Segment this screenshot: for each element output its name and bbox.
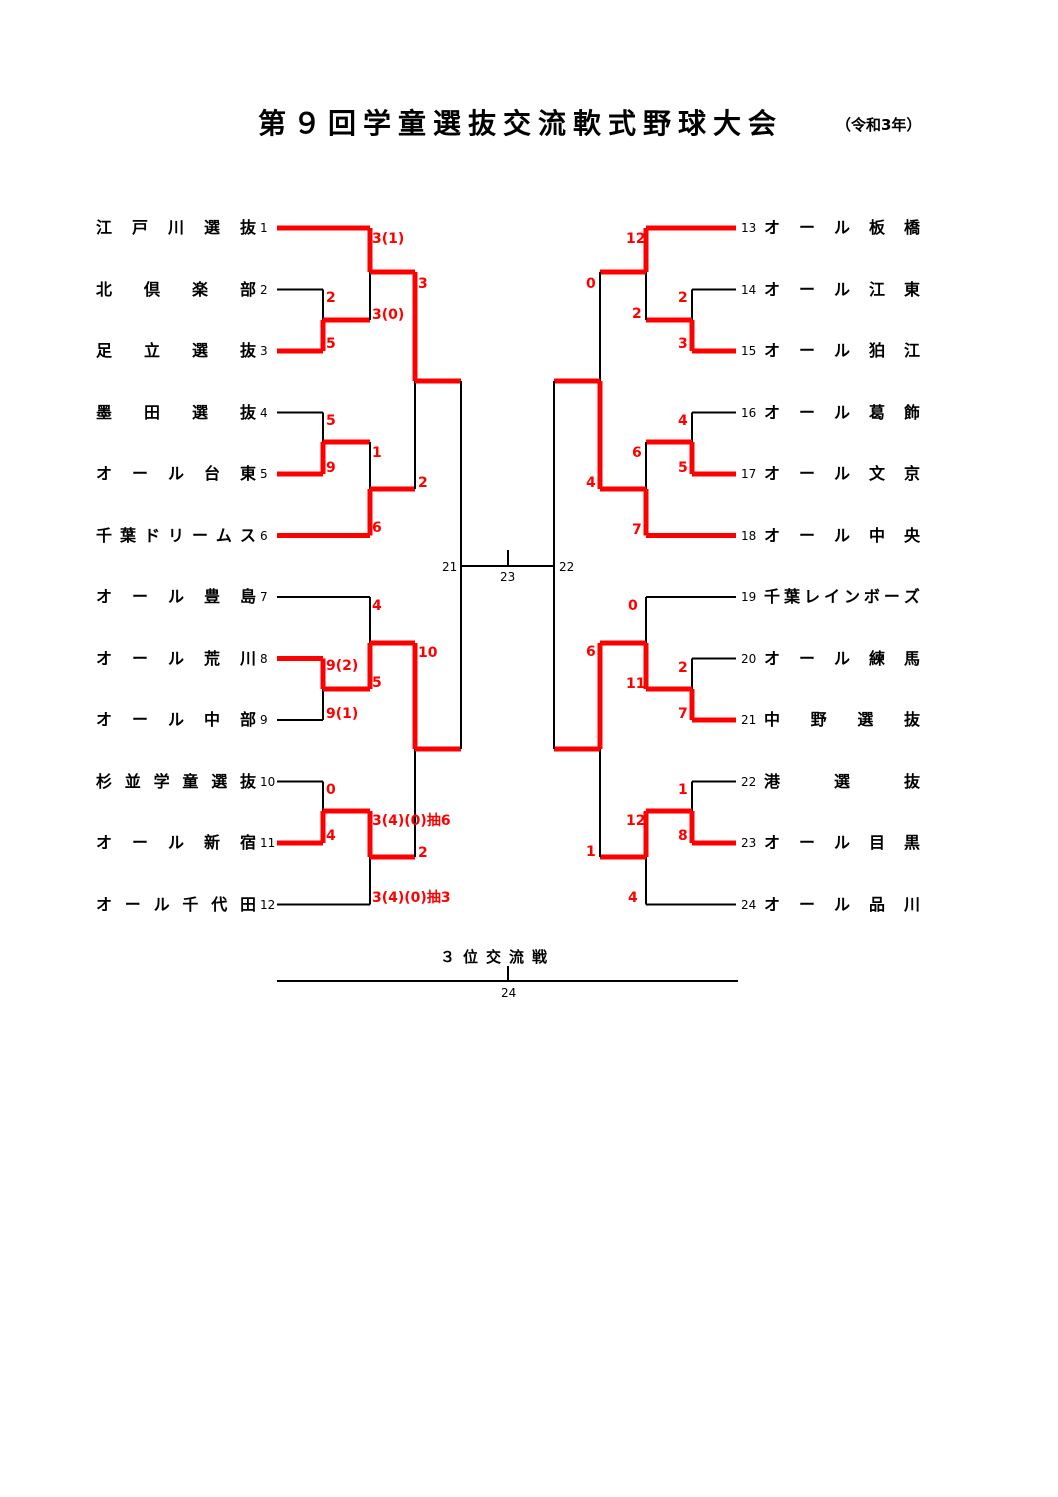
- match-number-semi-right: 22: [559, 560, 575, 574]
- match-score: 1: [586, 844, 596, 860]
- team-name-left: オール中部: [96, 710, 256, 729]
- team-name-right: オール江東: [764, 279, 920, 299]
- match-score: 6: [586, 644, 596, 660]
- match-number-final: 23: [500, 570, 516, 584]
- match-score: 0: [586, 276, 596, 292]
- match-score: 5: [372, 675, 382, 691]
- match-score: 2: [678, 660, 688, 676]
- match-score: 2: [678, 290, 688, 306]
- team-name-left: オール豊島: [96, 587, 256, 606]
- page-title: 第９回学童選抜交流軟式野球大会: [258, 107, 784, 140]
- team-seed-right: 14: [741, 282, 757, 297]
- team-name-left: 足立選抜: [96, 341, 256, 360]
- match-score: 2: [418, 475, 428, 491]
- team-seed-left: 8: [260, 651, 268, 666]
- match-score: 3: [418, 276, 428, 292]
- match-score: 4: [678, 413, 688, 429]
- team-name-left: 墨田選抜: [96, 402, 256, 422]
- match-score: 3(0): [372, 307, 405, 323]
- match-score: 4: [326, 828, 336, 844]
- team-seed-left: 3: [260, 344, 268, 358]
- team-name-right: オール中央: [764, 525, 920, 545]
- page-subtitle-year: （令和3年）: [836, 116, 922, 134]
- match-score: 9: [326, 460, 336, 476]
- team-seed-right: 18: [741, 528, 757, 543]
- team-seed-left: 7: [260, 590, 268, 604]
- match-score: 2: [326, 290, 336, 306]
- team-seed-left: 6: [260, 528, 268, 543]
- match-score: 8: [678, 828, 688, 844]
- match-score: 0: [628, 598, 638, 614]
- match-score: 4: [628, 890, 638, 906]
- team-seed-right: 19: [741, 590, 757, 604]
- match-score: 5: [678, 460, 688, 476]
- team-name-left: 江戸川選抜: [96, 218, 256, 237]
- match-score: 4: [586, 475, 596, 491]
- team-name-right: 中野選抜: [764, 710, 920, 729]
- team-seed-left: 10: [260, 774, 276, 789]
- match-score: 12: [626, 231, 646, 247]
- team-seed-right: 22: [741, 774, 757, 789]
- team-name-left: 千葉ドリームス: [96, 525, 256, 545]
- team-seed-left: 1: [260, 221, 268, 235]
- team-name-left: 北倶楽部: [96, 279, 256, 299]
- match-score: 5: [326, 413, 336, 429]
- team-name-left: オール千代田: [96, 894, 256, 914]
- team-name-right: オール狛江: [764, 341, 920, 360]
- match-score: 9(2): [326, 658, 359, 674]
- team-seed-left: 9: [260, 713, 268, 727]
- team-name-right: オール文京: [764, 464, 920, 483]
- match-score: 3(4)(0)抽6: [372, 813, 451, 829]
- match-score: 6: [372, 520, 382, 536]
- team-name-right: オール葛飾: [764, 402, 920, 422]
- team-name-right: オール目黒: [764, 833, 920, 852]
- match-score: 1: [372, 445, 382, 461]
- team-seed-right: 21: [741, 713, 757, 727]
- team-name-right: オール練馬: [764, 648, 920, 668]
- team-seed-right: 20: [741, 651, 757, 666]
- match-score: 3(1): [372, 231, 405, 247]
- match-score: 6: [632, 445, 642, 461]
- third-place-label: ３位交流戦: [440, 948, 556, 966]
- match-score: 5: [326, 336, 336, 352]
- team-seed-left: 5: [260, 467, 268, 481]
- team-seed-right: 24: [741, 897, 757, 912]
- match-score: 9(1): [326, 706, 359, 722]
- team-seed-left: 4: [260, 405, 268, 420]
- match-score: 7: [678, 706, 688, 722]
- team-name-left: オール台東: [96, 464, 256, 483]
- team-name-left: オール新宿: [96, 833, 256, 852]
- team-seed-left: 12: [260, 897, 276, 912]
- team-seed-left: 11: [260, 836, 276, 850]
- match-number-semi-left: 21: [442, 560, 458, 574]
- team-seed-right: 17: [741, 467, 757, 481]
- team-seed-right: 15: [741, 344, 757, 358]
- match-score: 2: [418, 845, 428, 861]
- match-score: 12: [626, 813, 646, 829]
- team-seed-right: 23: [741, 836, 757, 850]
- team-name-left: オール荒川: [96, 648, 256, 668]
- match-score: 3(4)(0)抽3: [372, 890, 451, 906]
- match-score: 10: [418, 645, 438, 661]
- team-seed-right: 13: [741, 221, 757, 235]
- match-score: 0: [326, 782, 336, 798]
- match-score: 2: [632, 306, 642, 322]
- team-name-left: 杉並学童選抜: [96, 771, 256, 791]
- match-number-third-place: 24: [501, 986, 517, 1000]
- match-score: 11: [626, 676, 646, 692]
- match-score: 4: [372, 598, 382, 614]
- match-score: 1: [678, 782, 688, 798]
- match-score: 3: [678, 336, 688, 352]
- team-seed-left: 2: [260, 282, 268, 297]
- team-name-right: 港選抜: [764, 771, 920, 791]
- team-name-right: 千葉レインボーズ: [764, 587, 920, 606]
- team-name-right: オール品川: [764, 894, 920, 914]
- team-seed-right: 16: [741, 405, 757, 420]
- team-name-right: オール板橋: [764, 218, 920, 237]
- match-score: 7: [632, 522, 642, 538]
